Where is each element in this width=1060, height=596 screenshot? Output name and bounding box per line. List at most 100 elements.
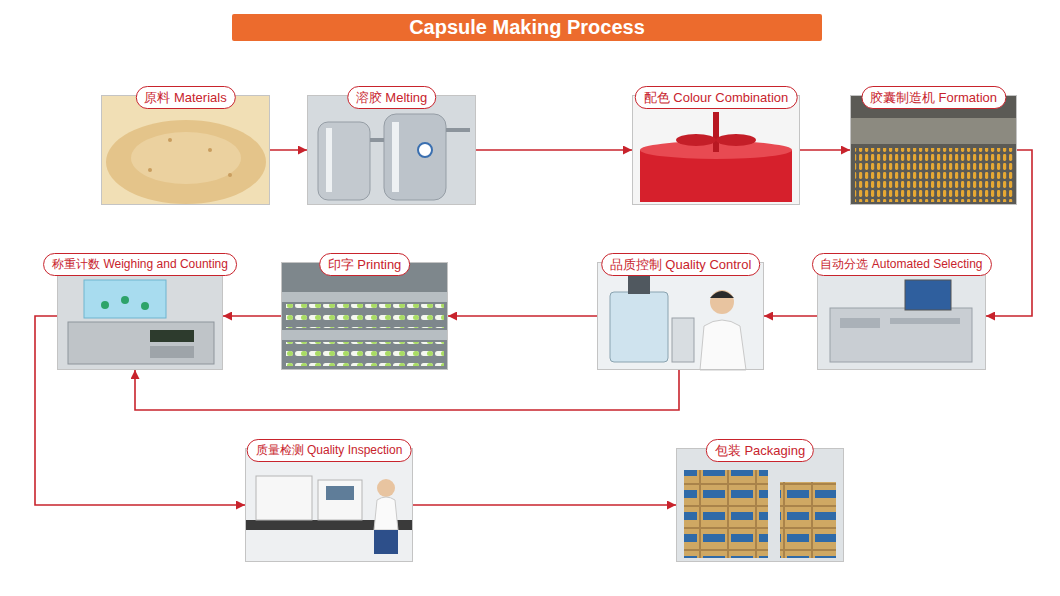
process-step: 溶胶 Melting (307, 95, 476, 205)
inspection-photo (377, 479, 395, 497)
flow-arrow (986, 150, 1032, 316)
weighing-photo (141, 302, 149, 310)
melting-photo (370, 138, 384, 142)
colour-photo (676, 134, 716, 146)
packaging-photo (684, 470, 768, 558)
quality-control-photo (597, 262, 764, 370)
process-step: 称重计数 Weighing and Counting (57, 262, 223, 370)
process-step: 自动分选 Automated Selecting (817, 262, 986, 370)
flow-arrow (476, 149, 632, 151)
printing-photo (286, 342, 444, 366)
process-step: 品质控制 Quality Control (597, 262, 764, 370)
printing-photo (281, 262, 448, 370)
materials-photo (168, 138, 172, 142)
inspection-photo (318, 480, 362, 520)
quality-control-photo (610, 292, 668, 362)
formation-photo (850, 95, 1017, 205)
inspection-photo (245, 448, 413, 562)
step-label: 称重计数 Weighing and Counting (43, 253, 237, 276)
packaging-photo (780, 482, 836, 558)
melting-photo (384, 114, 446, 200)
materials-photo (106, 120, 266, 204)
formation-photo (850, 95, 1017, 205)
step-label: 原料 Materials (135, 86, 235, 109)
flow-arrow (270, 149, 307, 151)
step-label: 溶胶 Melting (347, 86, 437, 109)
weighing-photo (84, 280, 166, 318)
inspection-photo (374, 497, 398, 530)
formation-photo (855, 148, 1013, 202)
step-label: 胶囊制造机 Formation (861, 86, 1006, 109)
selecting-photo (890, 318, 960, 324)
process-step: 原料 Materials (101, 95, 270, 205)
colour-photo (632, 95, 800, 205)
process-step: 包装 Packaging (676, 448, 844, 562)
melting-photo (307, 95, 476, 205)
quality-control-photo (672, 318, 694, 362)
materials-photo (228, 173, 232, 177)
process-step: 质量检测 Quality Inspection (245, 448, 413, 562)
title-bar: Capsule Making Process (232, 14, 822, 41)
melting-photo (392, 122, 399, 192)
weighing-photo (150, 346, 194, 358)
printing-photo (281, 330, 448, 340)
melting-photo (326, 128, 332, 192)
step-label: 品质控制 Quality Control (601, 253, 761, 276)
printing-photo (281, 292, 448, 302)
step-label: 印字 Printing (319, 253, 411, 276)
flow-arrow (35, 316, 245, 505)
materials-photo (148, 168, 152, 172)
inspection-photo (374, 530, 398, 554)
step-label: 自动分选 Automated Selecting (811, 253, 991, 276)
weighing-photo (121, 296, 129, 304)
weighing-photo (101, 301, 109, 309)
inspection-photo (256, 476, 312, 520)
quality-control-photo (710, 291, 734, 298)
flow-arrow (223, 315, 281, 317)
selecting-photo (817, 262, 986, 370)
weighing-photo (57, 262, 223, 370)
flow-arrow (800, 149, 850, 151)
materials-photo (208, 148, 212, 152)
step-label: 配色 Colour Combination (635, 86, 798, 109)
colour-photo (716, 134, 756, 146)
selecting-photo (830, 308, 972, 362)
selecting-photo (817, 262, 986, 370)
colour-photo (713, 112, 719, 152)
packaging-photo (676, 448, 844, 562)
process-step: 胶囊制造机 Formation (850, 95, 1017, 205)
melting-photo (318, 122, 370, 200)
materials-photo (101, 95, 270, 205)
process-step: 印字 Printing (281, 262, 448, 370)
weighing-photo (57, 262, 223, 370)
colour-photo (632, 95, 800, 205)
weighing-photo (68, 322, 214, 364)
flow-arrow (135, 370, 679, 410)
quality-control-photo (700, 320, 746, 370)
quality-control-photo (597, 262, 764, 370)
packaging-photo (676, 448, 844, 562)
flow-arrow (764, 315, 817, 317)
step-label: 质量检测 Quality Inspection (247, 439, 412, 462)
materials-photo (131, 132, 241, 184)
melting-photo (418, 143, 432, 157)
melting-photo (307, 95, 476, 205)
quality-control-photo (710, 290, 734, 314)
weighing-photo (150, 330, 194, 342)
selecting-photo (840, 318, 880, 328)
printing-photo (281, 262, 448, 370)
title-text: Capsule Making Process (409, 16, 645, 38)
inspection-photo (326, 486, 354, 500)
flow-arrow (413, 504, 676, 506)
formation-photo (850, 118, 1017, 144)
inspection-photo (245, 448, 413, 562)
process-step: 配色 Colour Combination (632, 95, 800, 205)
melting-photo (446, 128, 470, 132)
quality-control-photo (628, 276, 650, 294)
selecting-photo (905, 280, 951, 310)
flow-arrow (448, 315, 597, 317)
materials-photo (101, 95, 270, 205)
step-label: 包装 Packaging (706, 439, 814, 462)
printing-photo (286, 304, 444, 328)
